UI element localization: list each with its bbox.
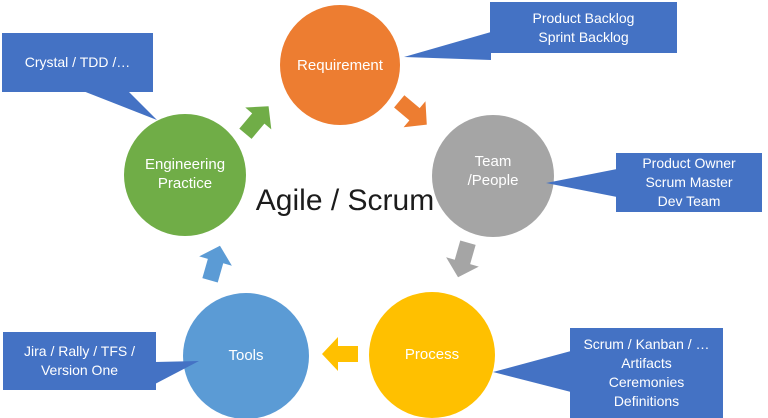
callout-line: Scrum / Kanban / … (583, 336, 710, 352)
node-label-line: Requirement (297, 57, 383, 74)
callout-line: Definitions (613, 393, 680, 409)
diagram-title: Agile / Scrum (255, 184, 435, 217)
process-label: Process (372, 345, 492, 364)
process-circle (369, 292, 495, 418)
callout-line: Product Backlog (532, 9, 635, 26)
tools-note-box: Jira / Rally / TFS / Version One (3, 332, 156, 390)
callout-line: Version One (40, 362, 119, 378)
arrow-tools-to-engineering (199, 245, 232, 283)
requirement-circle (280, 5, 400, 125)
node-label-line: Engineering (144, 156, 226, 173)
requirement-label: Requirement (270, 56, 410, 75)
process-note-tail (493, 351, 571, 392)
tools-circle (183, 293, 309, 418)
node-label-line: Tools (228, 347, 264, 364)
callout-line: Crystal / TDD /… (24, 54, 131, 70)
team-people-circle (432, 115, 554, 237)
callout-line: Sprint Backlog (538, 28, 629, 45)
arrow-requirement-to-team (394, 95, 427, 128)
node-label-line: Process (404, 346, 460, 363)
callout-line: Product Owner (642, 155, 736, 171)
tools-label: Tools (186, 346, 306, 365)
callout-line: Scrum Master (645, 174, 733, 190)
callout-line: Jira / Rally / TFS / (24, 343, 135, 359)
arrow-process-to-tools (322, 337, 358, 371)
engineering-note-tail (83, 91, 157, 120)
requirement-note-box: Product Backlog Sprint Backlog (490, 2, 677, 53)
callout-line: Dev Team (657, 193, 721, 209)
tools-note-tail (155, 361, 199, 384)
team-note-box: Product Owner Scrum Master Dev Team (616, 153, 762, 212)
engineering-practice-circle (124, 114, 246, 236)
node-label-line: Team (474, 153, 512, 170)
arrow-team-to-process (446, 240, 479, 278)
requirement-note-tail (404, 32, 491, 60)
team-note-tail (546, 169, 617, 197)
team-people-label: Team /People (433, 152, 553, 190)
engineering-note-box: Crystal / TDD /… (2, 33, 153, 92)
engineering-practice-label: Engineering Practice (120, 155, 250, 193)
process-note-box: Scrum / Kanban / … Artifacts Ceremonies … (570, 328, 723, 418)
node-label-line: /People (467, 172, 519, 189)
arrow-engineering-to-requirement (239, 106, 272, 139)
callout-line: Artifacts (621, 355, 672, 371)
callout-line: Ceremonies (608, 374, 685, 390)
node-label-line: Practice (157, 175, 213, 192)
